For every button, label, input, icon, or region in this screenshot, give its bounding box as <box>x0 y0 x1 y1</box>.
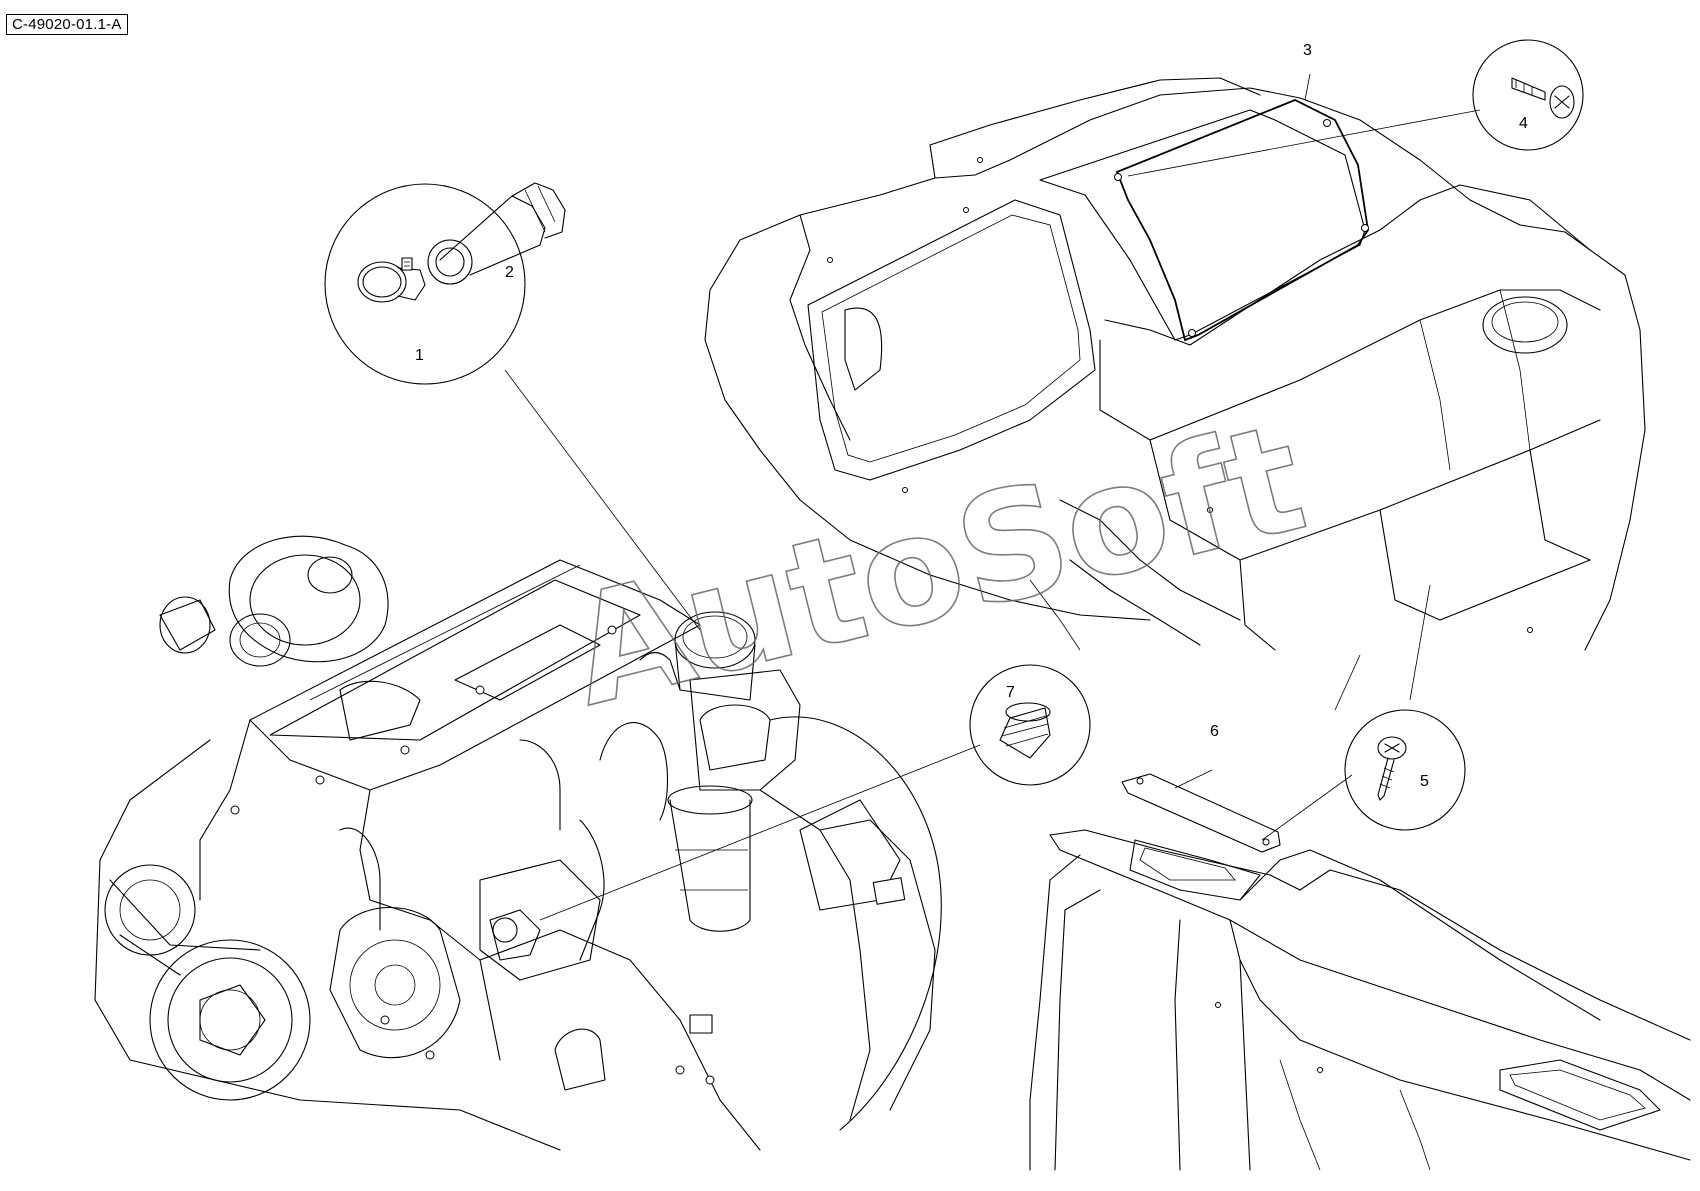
callout-label-2: 2 <box>505 264 514 281</box>
hose-clamp-icon <box>357 257 426 303</box>
side-panel-assembly <box>1029 829 1691 1171</box>
trim-strip-part-6 <box>1121 773 1281 853</box>
callout-label-3: 3 <box>1303 42 1312 59</box>
callout-label-4: 4 <box>1519 115 1528 132</box>
grommet-plug-icon <box>999 702 1051 759</box>
rubber-sleeve-icon <box>427 182 566 285</box>
engine-assembly <box>94 535 942 1151</box>
machine-screw-icon <box>1511 77 1575 119</box>
callout-label-5: 5 <box>1420 773 1429 790</box>
hood-assembly <box>704 77 1646 651</box>
callout-circle-4: 4 <box>1472 39 1584 151</box>
drawing-reference-code: C-49020-01.1-A <box>6 14 128 35</box>
callout-label-6: 6 <box>1210 723 1219 740</box>
callout-label-7: 7 <box>1006 684 1015 701</box>
tapping-screw-icon <box>1377 736 1407 801</box>
cover-plate-part-3 <box>1114 99 1369 342</box>
callout-label-1: 1 <box>415 347 424 364</box>
callout-circle-7: 7 <box>969 664 1091 786</box>
callout-circle-5: 5 <box>1344 709 1466 831</box>
leader-lines <box>504 73 1481 921</box>
callout-circle-1-2: 1 2 <box>324 182 566 385</box>
watermark: AutoSoft <box>554 391 1320 740</box>
